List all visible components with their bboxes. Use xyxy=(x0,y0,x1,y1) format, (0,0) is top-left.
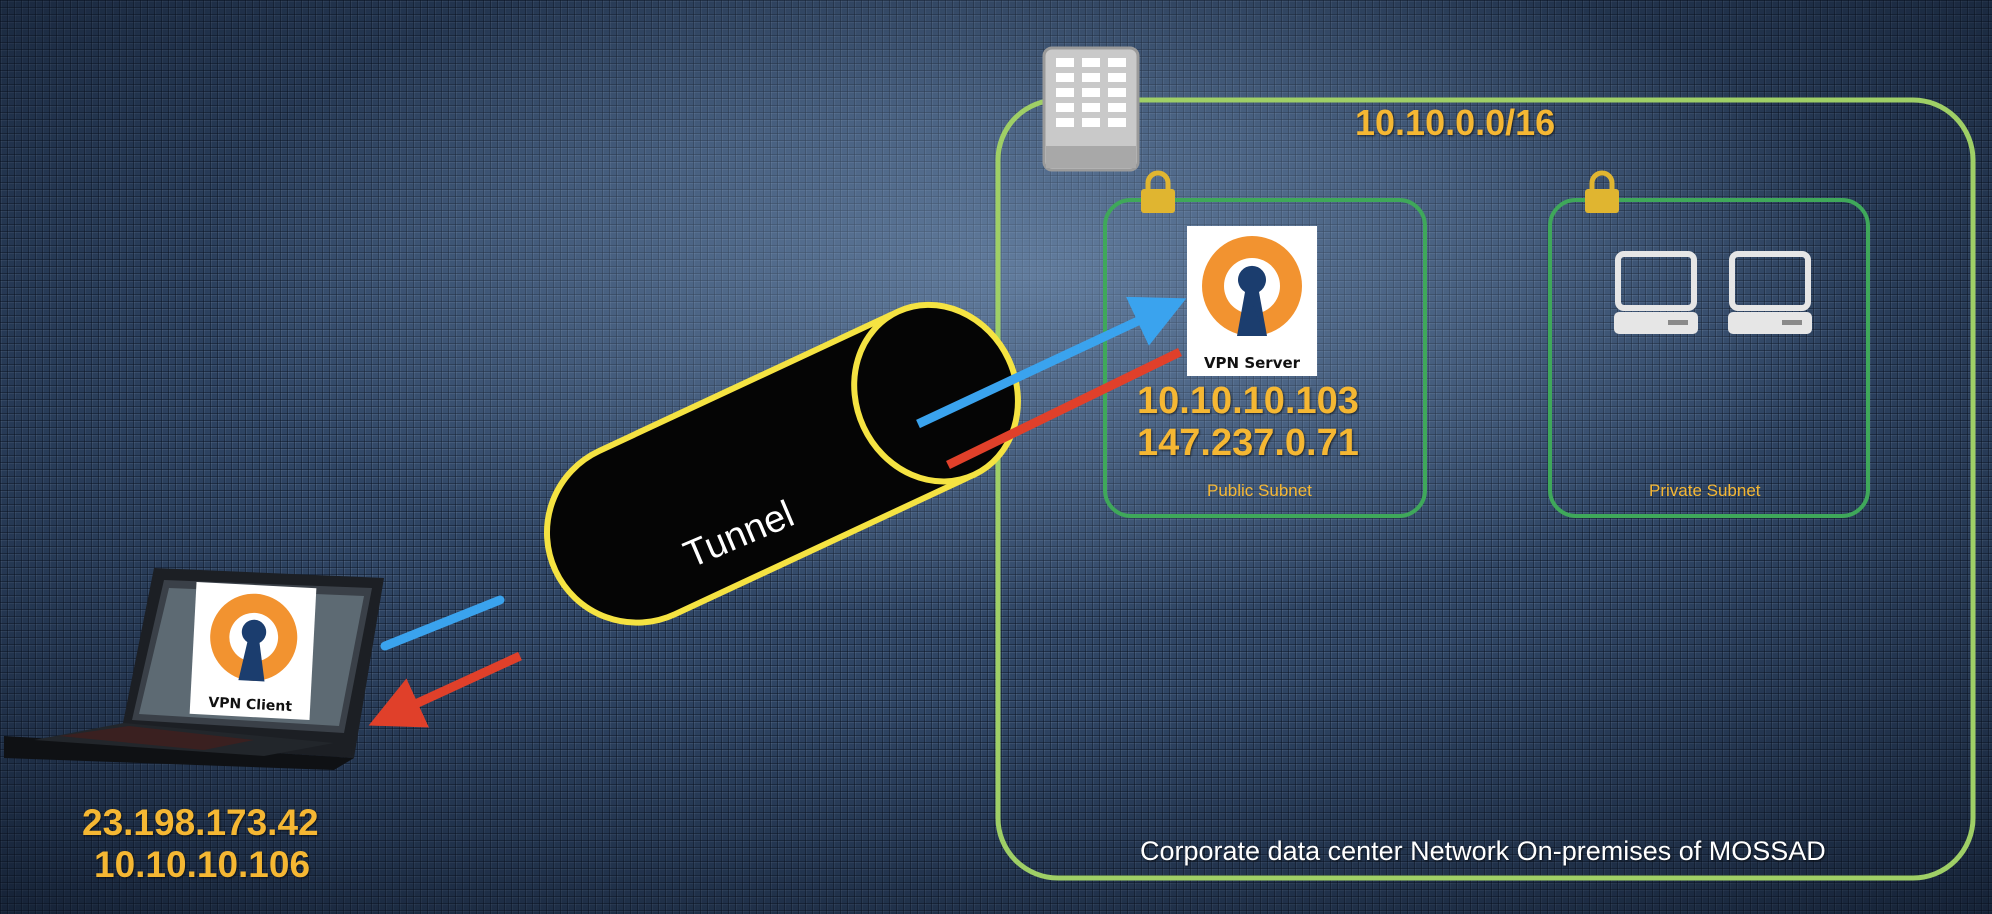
client-private-ip: 10.10.10.106 xyxy=(94,844,311,885)
building-icon xyxy=(1042,46,1140,172)
openvpn-logo xyxy=(210,593,298,682)
lock-icon xyxy=(1585,170,1619,213)
client-public-ip: 23.198.173.42 xyxy=(82,802,319,843)
desktop-computer-icon xyxy=(1614,251,1698,334)
server-label: VPN Server xyxy=(1203,354,1301,372)
public-subnet-label: Public Subnet xyxy=(1207,481,1312,500)
arrow-tunnel-to-server xyxy=(916,296,1187,429)
arrow-server-to-tunnel xyxy=(946,347,1182,470)
vpc-cidr: 10.10.0.0/16 xyxy=(1355,102,1556,143)
public-subnet-box xyxy=(1103,198,1427,518)
private-subnet-box xyxy=(1548,198,1870,518)
client-label: VPN Client xyxy=(207,694,293,716)
private-subnet-label: Private Subnet xyxy=(1649,481,1761,500)
server-private-ip: 10.10.10.103 xyxy=(1137,380,1359,422)
desktop-computer-icon xyxy=(1728,251,1812,334)
corporate-network-boundary xyxy=(995,97,1976,881)
tunnel-shape xyxy=(543,301,1021,626)
arrow-client-to-tunnel xyxy=(380,595,505,651)
corporate-network-label: Corporate data center Network On-premise… xyxy=(1140,836,1826,866)
lock-icon xyxy=(1141,170,1175,213)
server-public-ip: 147.237.0.71 xyxy=(1137,422,1359,464)
openvpn-logo xyxy=(1202,236,1302,344)
vpn-client: VPN Client xyxy=(189,581,317,721)
arrow-tunnel-to-client xyxy=(368,651,522,728)
vpn-server: VPN Server xyxy=(1187,226,1317,376)
